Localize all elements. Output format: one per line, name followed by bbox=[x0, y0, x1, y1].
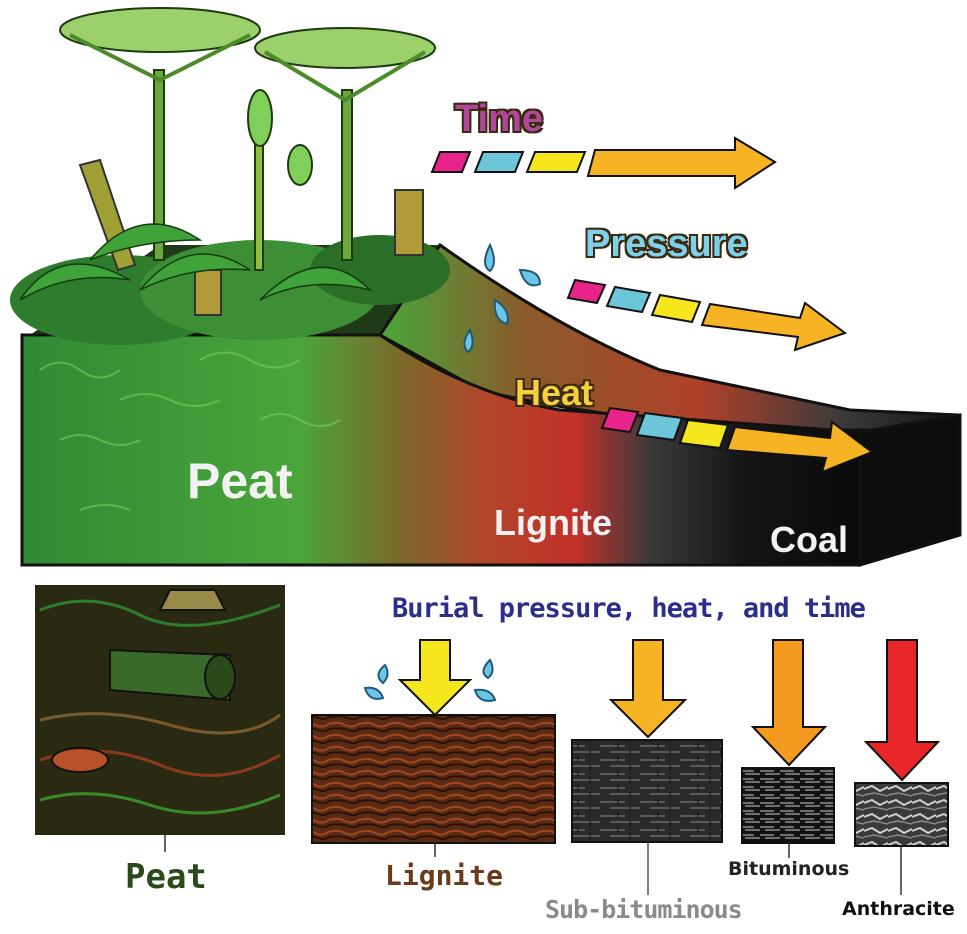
subbituminous-sample bbox=[571, 739, 723, 843]
lignite-arrow bbox=[397, 639, 473, 717]
forest-illustration bbox=[10, 7, 450, 345]
water-splash-bottom bbox=[363, 658, 497, 702]
peat-sample bbox=[35, 585, 285, 835]
label-pressure: Pressure bbox=[585, 223, 748, 265]
heat-arrow bbox=[600, 406, 875, 474]
lignite-sample bbox=[311, 714, 556, 844]
bituminous-arrow bbox=[750, 639, 828, 767]
label-subbituminous: Sub-bituminous bbox=[545, 895, 743, 924]
label-lignite-top: Lignite bbox=[494, 502, 612, 543]
label-heat: Heat bbox=[515, 372, 594, 413]
subbituminous-arrow bbox=[608, 639, 688, 739]
time-arrow bbox=[430, 136, 777, 190]
label-bituminous: Bituminous bbox=[728, 858, 850, 880]
label-time: Time bbox=[455, 98, 544, 140]
pressure-arrow bbox=[566, 278, 848, 352]
label-lignite: Lignite bbox=[385, 859, 504, 892]
label-burial: Burial pressure, heat, and time bbox=[392, 593, 866, 624]
bituminous-sample bbox=[741, 767, 835, 844]
anthracite-arrow bbox=[863, 639, 941, 782]
label-coal: Coal bbox=[770, 519, 849, 560]
water-splash-top bbox=[463, 242, 542, 354]
anthracite-sample bbox=[854, 782, 949, 847]
label-peat-top: Peat bbox=[187, 453, 293, 509]
label-peat: Peat bbox=[125, 857, 207, 897]
label-anthracite: Anthracite bbox=[842, 898, 955, 920]
